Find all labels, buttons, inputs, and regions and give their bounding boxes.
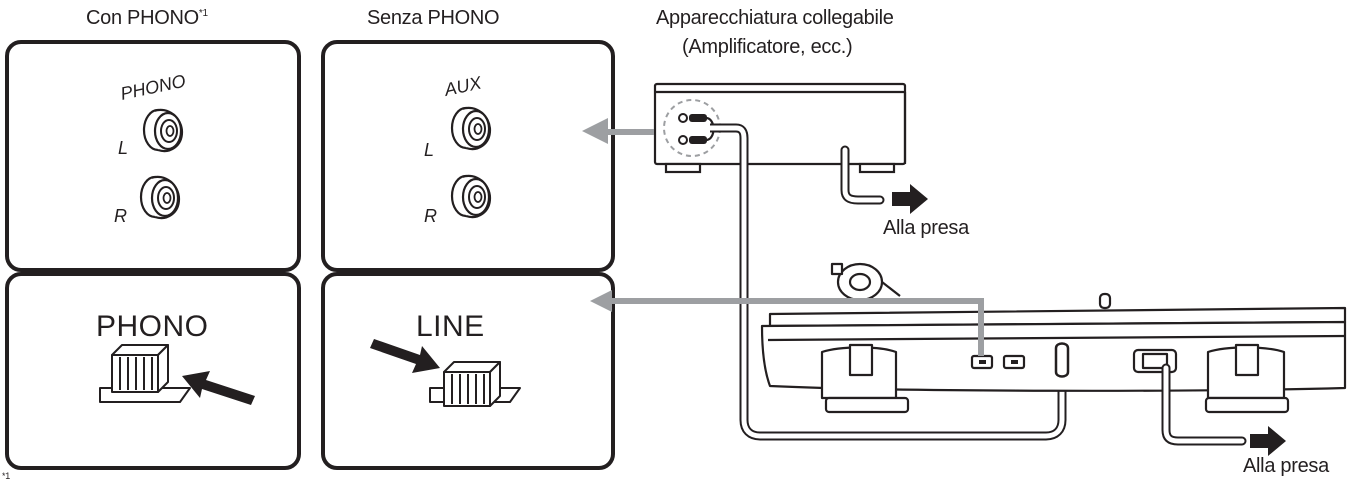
footnote-mark: *1 — [2, 471, 10, 481]
line-switch-panel — [321, 272, 615, 470]
without-phono-label: Senza PHONO — [367, 7, 500, 29]
equipment-label-line2: (Amplificatore, ecc.) — [682, 36, 853, 58]
footnote-ref: *1 — [198, 8, 208, 19]
with-phono-label: Con PHONO*1 — [86, 7, 208, 29]
gray-arrow-to-aux — [582, 118, 654, 144]
aux-jack-panel — [321, 40, 615, 272]
switch-line-title: LINE — [416, 310, 485, 343]
amp-rca-jacks — [678, 113, 688, 145]
aux-left-jack — [450, 106, 492, 151]
aux-right-label: R — [424, 206, 437, 226]
push-arrow-phono — [182, 371, 255, 405]
amp-rca-plugs — [689, 114, 707, 144]
turntable-audio-out — [1054, 342, 1070, 378]
phono-jack-panel — [5, 40, 301, 272]
phono-switch-icon — [99, 344, 191, 403]
phono-switch-panel — [5, 272, 301, 470]
outlet-label-top: Alla presa — [883, 217, 969, 239]
phono-left-jack — [142, 108, 184, 153]
push-arrow-line — [370, 339, 440, 373]
phono-left-label: L — [118, 138, 128, 158]
aux-left-label: L — [424, 140, 434, 160]
line-switch-icon — [429, 361, 521, 407]
outlet-arrow-top — [892, 184, 928, 214]
amplifier — [653, 82, 907, 174]
phono-right-label: R — [114, 206, 127, 226]
aux-jack-label: AUX — [442, 72, 484, 100]
aux-right-jack — [450, 174, 492, 219]
equipment-label-line1: Apparecchiatura collegabile — [656, 7, 894, 29]
phono-jack-label: PHONO — [119, 71, 188, 104]
switch-phono-title: PHONO — [96, 310, 209, 343]
turntable — [760, 262, 1347, 414]
turntable-socket-marks — [979, 360, 1018, 364]
outlet-label-bottom: Alla presa — [1243, 455, 1329, 477]
gray-arrow-to-line — [590, 290, 984, 356]
outlet-arrow-bottom — [1250, 426, 1286, 456]
phono-right-jack — [139, 175, 181, 220]
